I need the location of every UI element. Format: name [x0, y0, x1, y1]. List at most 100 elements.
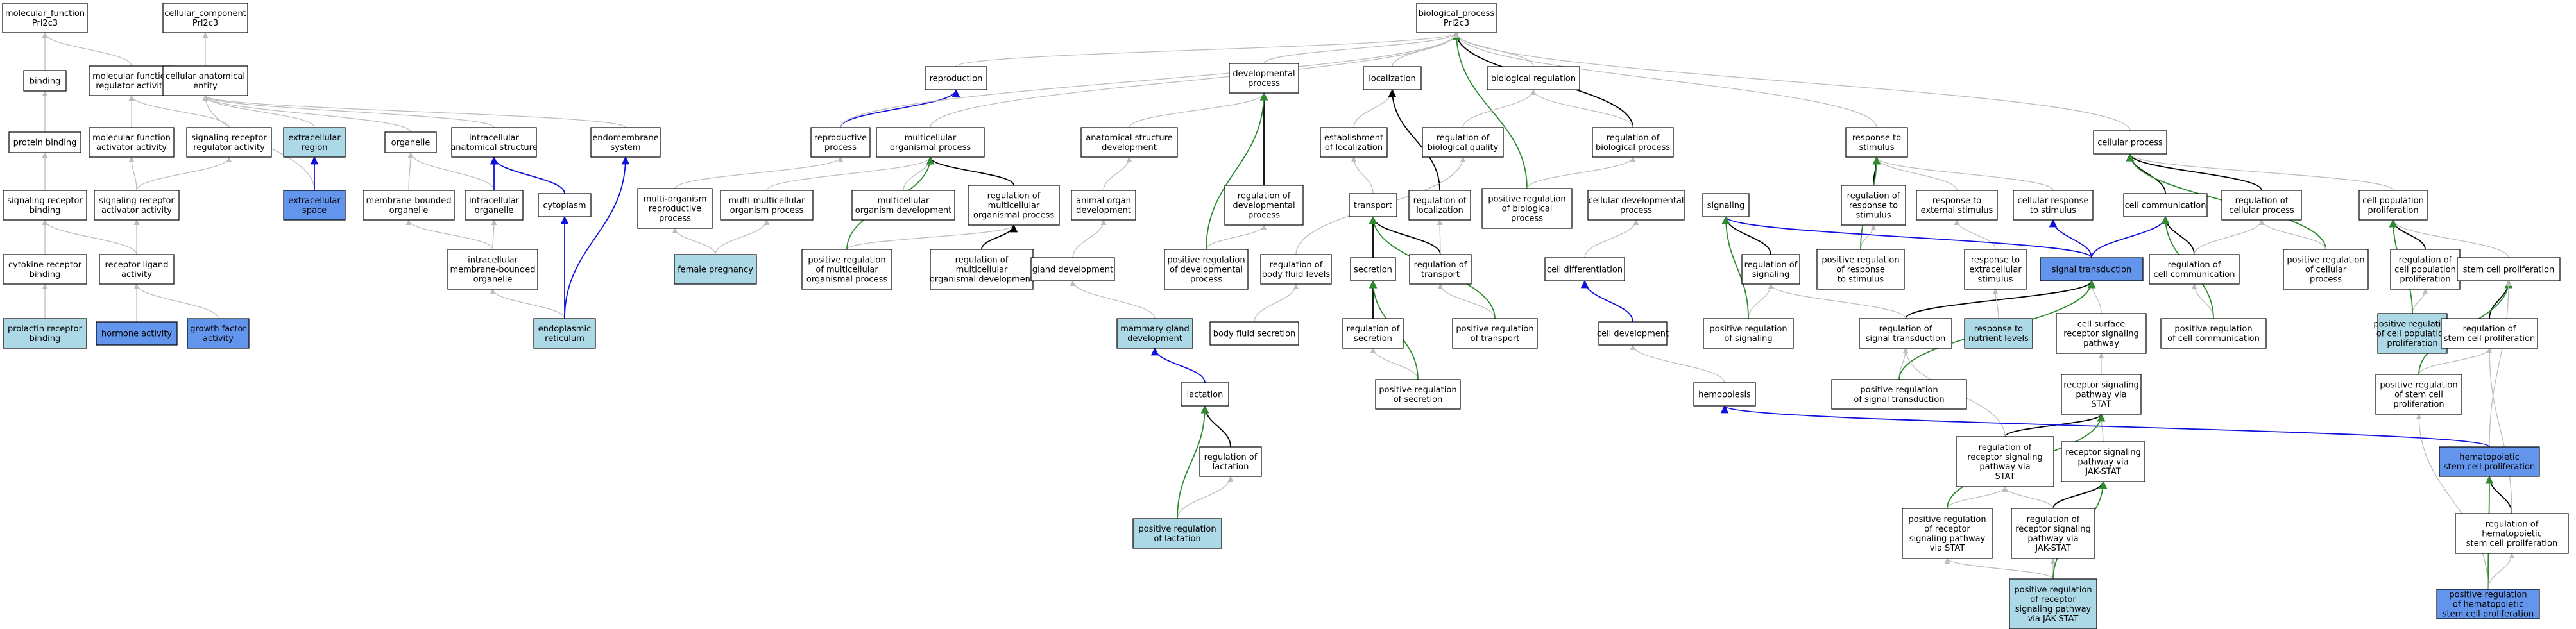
- go-term-bfs[interactable]: body fluid secretion: [1209, 321, 1299, 346]
- go-term-cytoplasm[interactable]: cytoplasm: [538, 193, 592, 217]
- go-term-sigtrans[interactable]: signal transduction: [2040, 257, 2144, 281]
- go-term-hemopoiesis[interactable]: hemopoiesis: [1693, 382, 1756, 407]
- go-term-localization[interactable]: localization: [1363, 66, 1422, 90]
- go-term-binding[interactable]: binding: [23, 70, 67, 92]
- go-term-reproduction[interactable]: reproduction: [925, 66, 987, 90]
- go-term-celldiff[interactable]: cell differentiation: [1544, 257, 1625, 281]
- go-term-cellproc[interactable]: cellular process: [2093, 130, 2167, 155]
- go-term-transport[interactable]: transport: [1349, 193, 1397, 217]
- go-term-lactation[interactable]: lactation: [1181, 382, 1229, 407]
- go-term-femaleprg[interactable]: female pregnancy: [674, 254, 757, 285]
- go-term-protbind[interactable]: protein binding: [8, 131, 81, 153]
- go-term-signaling[interactable]: signaling: [1702, 193, 1750, 217]
- go-term-scp[interactable]: stem cell proliferation: [2457, 257, 2561, 281]
- go-term-cellcomm[interactable]: cell communication: [2123, 193, 2208, 217]
- go-term-bioreg[interactable]: biological regulation: [1487, 66, 1580, 90]
- go-term-celldev[interactable]: cell development: [1597, 321, 1669, 346]
- go-term-glanddev[interactable]: gland development: [1030, 257, 1115, 281]
- go-term-organelle[interactable]: organelle: [384, 131, 437, 153]
- go-term-hormone[interactable]: hormone activity: [96, 321, 178, 346]
- go-term-secretion[interactable]: secretion: [1350, 257, 1396, 281]
